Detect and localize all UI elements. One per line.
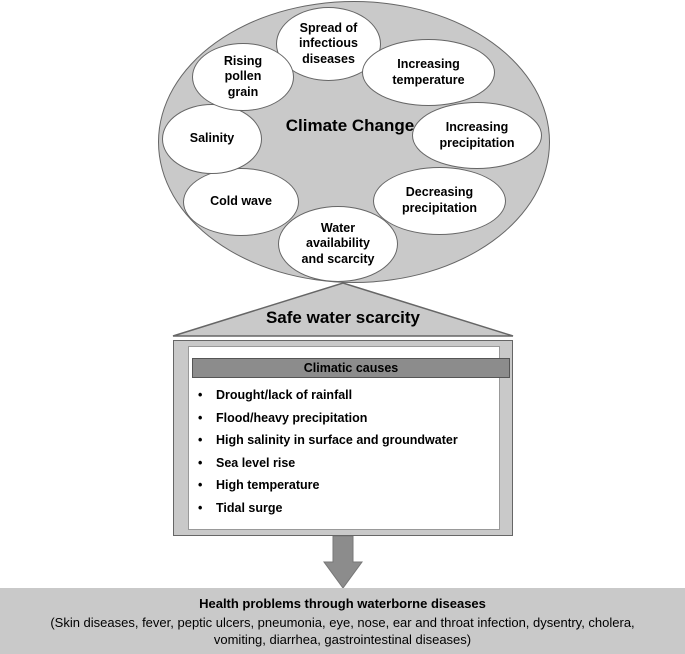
factor-salinity: Salinity [162,104,262,174]
causes-list: •Drought/lack of rainfall •Flood/heavy p… [198,384,508,519]
factor-rising-pollen-grain: Rising pollen grain [192,43,294,111]
climate-change-title: Climate Change [285,116,415,135]
health-problems-box [0,588,685,654]
factor-water-availability-and-scarcity: Water availability and scarcity [278,206,398,282]
list-item: •Flood/heavy precipitation [198,410,368,425]
causes-header: Climatic causes [192,358,510,378]
health-problems-detail: (Skin diseases, fever, peptic ulcers, pn… [50,615,635,647]
factor-decreasing-precipitation: Decreasing precipitation [373,167,506,235]
list-item: •Tidal surge [198,500,283,515]
list-item: •High salinity in surface and groundwate… [198,433,458,447]
safe-water-scarcity-title: Safe water scarcity [265,308,421,327]
health-problems-title: Health problems through waterborne disea… [199,596,486,611]
factor-cold-wave: Cold wave [183,168,299,236]
list-item: •High temperature [198,478,320,492]
list-item: •Drought/lack of rainfall [198,388,353,402]
down-arrow-icon [323,535,363,589]
factor-increasing-precipitation: Increasing precipitation [412,102,542,169]
factor-increasing-temperature: Increasing temperature [362,39,495,106]
list-item: •Sea level rise [198,455,296,470]
factor-spread-of-infectious-diseases: Spread of infectious diseases [276,7,381,81]
